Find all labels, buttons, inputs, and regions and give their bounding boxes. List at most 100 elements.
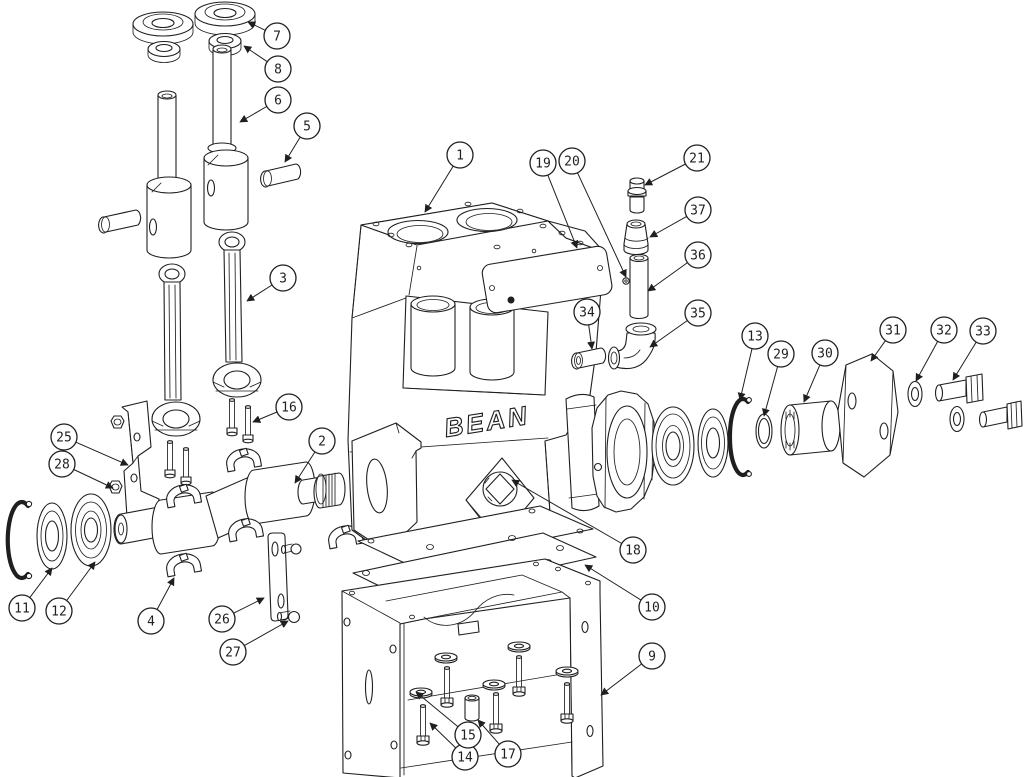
- leader-line-36: [647, 262, 688, 292]
- balloon-number-11: 11: [14, 602, 30, 617]
- balloon-4: [137, 607, 165, 635]
- callout-36: 36: [647, 241, 712, 292]
- balloon-number-18: 18: [625, 544, 641, 559]
- leader-line-29: [762, 366, 779, 417]
- part-21-valve-fitting: [627, 177, 647, 214]
- part-9-base-bracket: [341, 558, 604, 777]
- callout-33: 33: [952, 317, 997, 381]
- callout-13: 13: [737, 322, 769, 401]
- balloon-37: [684, 196, 712, 224]
- balloon-number-1: 1: [456, 149, 464, 164]
- balloon-number-31: 31: [885, 324, 901, 339]
- balloon-15: [454, 721, 482, 749]
- balloon-number-20: 20: [564, 155, 580, 170]
- balloon-19: [529, 149, 557, 177]
- leader-line-17: [477, 719, 500, 745]
- balloon-29: [767, 340, 795, 368]
- callout-31: 31: [870, 316, 907, 362]
- part-19-cover-plate: [481, 245, 613, 314]
- leader-line-4: [156, 577, 175, 610]
- leader-line-18: [511, 479, 622, 544]
- balloon-17: [494, 740, 522, 768]
- callout-9: 9: [600, 642, 666, 696]
- balloon-number-8: 8: [274, 63, 282, 78]
- balloon-number-4: 4: [147, 615, 155, 630]
- leader-line-2: [294, 451, 316, 484]
- callout-4: 4: [137, 577, 175, 635]
- part-13-snap-ring: [727, 396, 752, 478]
- part-30-needle-bearing: [780, 400, 841, 456]
- part-34-pin: [571, 347, 607, 370]
- callout-17: 17: [477, 719, 522, 768]
- balloon-number-26: 26: [214, 613, 230, 628]
- part-36-suction-tube: [629, 253, 649, 320]
- leader-line-33: [952, 341, 977, 381]
- balloon-2: [308, 427, 336, 455]
- part-32-washers: [907, 380, 965, 433]
- part-ball-bearing-left: [70, 493, 112, 567]
- balloon-number-25: 25: [56, 431, 72, 446]
- callout-2: 2: [294, 427, 336, 484]
- balloon-number-5: 5: [303, 120, 311, 135]
- balloon-9: [638, 642, 666, 670]
- part-5-crosshead-pin-left: [98, 209, 142, 234]
- balloon-number-30: 30: [817, 347, 833, 362]
- part-5-crosshead-pin: [260, 163, 302, 188]
- part-27-pins: [276, 543, 302, 624]
- part-37-hose-fitting: [623, 219, 649, 256]
- balloon-36: [684, 241, 712, 269]
- leader-line-1: [424, 165, 454, 213]
- balloon-number-9: 9: [648, 650, 656, 665]
- part-26-link-strap: [267, 532, 289, 622]
- balloon-5: [293, 112, 321, 140]
- leader-line-3: [246, 284, 273, 302]
- callout-21: 21: [644, 144, 711, 186]
- callout-11: 11: [8, 567, 53, 622]
- balloon-number-13: 13: [747, 330, 763, 345]
- balloon-number-14: 14: [457, 751, 473, 766]
- balloon-number-16: 16: [281, 401, 297, 416]
- callout-16: 16: [252, 393, 303, 423]
- part-15-washers: [409, 641, 579, 699]
- balloon-number-12: 12: [51, 605, 67, 620]
- balloon-27: [219, 638, 247, 666]
- left-wing-boss: [351, 422, 422, 543]
- balloon-number-34: 34: [579, 306, 595, 321]
- balloon-number-21: 21: [689, 152, 705, 167]
- part-3-connecting-rod-left: [151, 263, 201, 437]
- callout-34: 34: [573, 298, 601, 350]
- leader-line-27: [244, 620, 289, 647]
- balloon-25: [50, 423, 78, 451]
- leader-line-8: [243, 45, 268, 63]
- balloon-21: [683, 144, 711, 172]
- part-packing-seal-left: [132, 11, 194, 63]
- balloon-number-33: 33: [975, 325, 991, 340]
- balloon-number-7: 7: [273, 30, 281, 45]
- balloon-28: [48, 450, 76, 478]
- balloon-1: [446, 141, 474, 169]
- part-17-spacer: [464, 694, 480, 722]
- part-12-seal-washer: [36, 502, 68, 570]
- callout-20: 20: [558, 147, 627, 278]
- part-35-elbow-fitting: [607, 322, 657, 370]
- leader-line-26: [233, 597, 265, 614]
- balloon-number-15: 15: [460, 729, 476, 744]
- balloon-number-3: 3: [279, 272, 287, 287]
- balloon-number-27: 27: [225, 646, 241, 661]
- leader-line-13: [737, 348, 753, 401]
- leader-line-20: [577, 172, 627, 278]
- callout-5: 5: [284, 112, 321, 163]
- balloon-6: [264, 86, 292, 114]
- balloon-number-10: 10: [644, 601, 660, 616]
- leader-line-6: [239, 106, 267, 123]
- leader-line-30: [803, 364, 821, 403]
- balloon-12: [45, 597, 73, 625]
- leader-line-37: [649, 215, 687, 238]
- part-shaft-seal-right: [697, 408, 729, 478]
- balloon-number-37: 37: [690, 204, 706, 219]
- leader-line-34: [587, 324, 595, 350]
- callout-26: 26: [208, 597, 265, 633]
- balloon-number-19: 19: [535, 157, 551, 172]
